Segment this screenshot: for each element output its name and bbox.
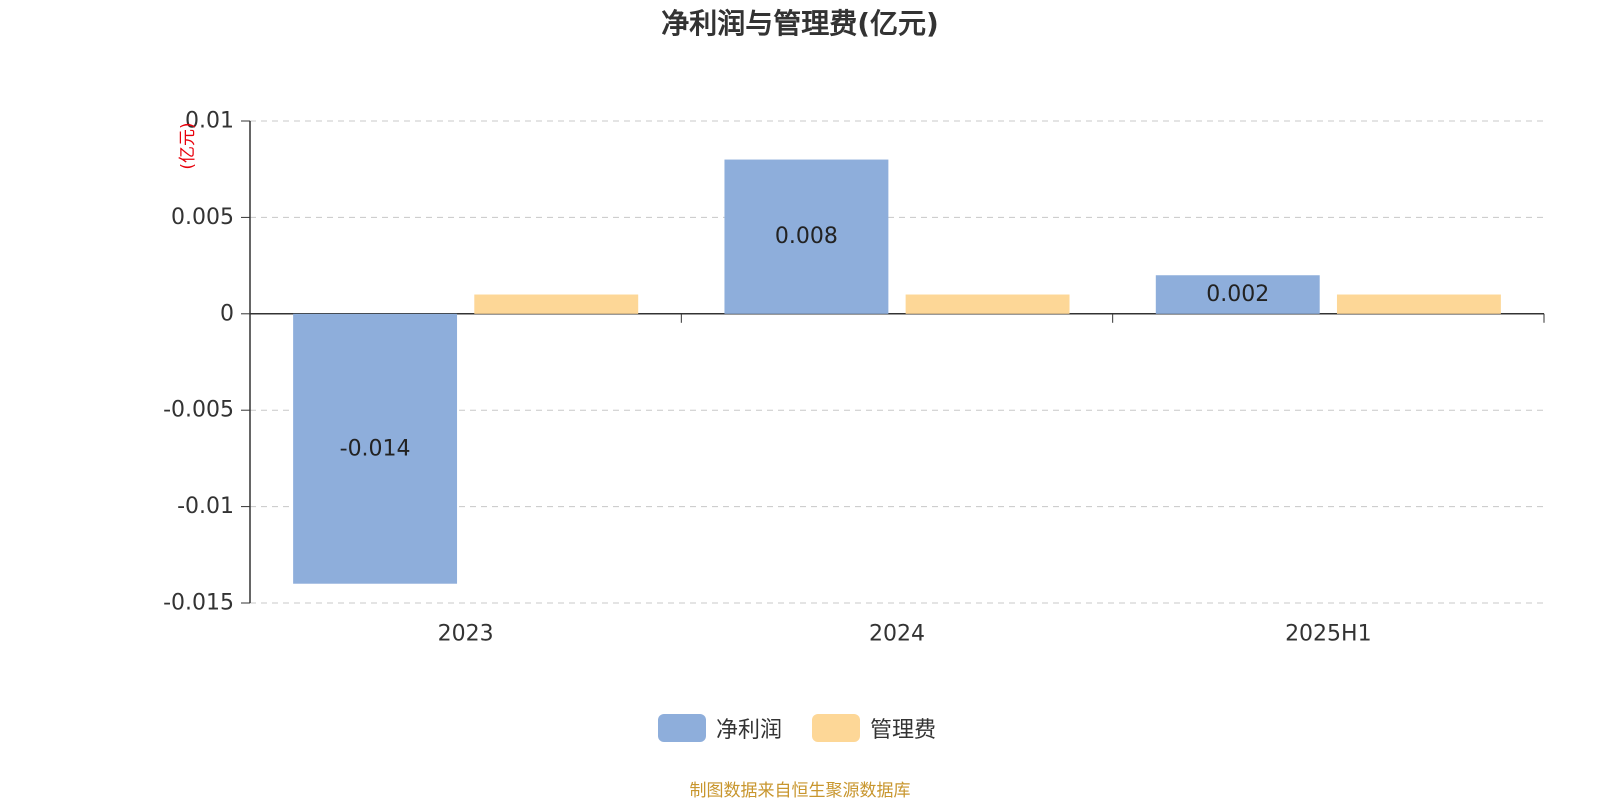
y-tick-label: -0.015: [163, 591, 234, 616]
legend-swatch-net-profit: [658, 714, 706, 742]
legend-label-management-fee: 管理费: [870, 718, 937, 743]
y-tick-label: -0.005: [163, 398, 234, 423]
bar: [1155, 275, 1320, 314]
legend-item-net-profit[interactable]: 净利润: [658, 712, 782, 744]
x-tick-label: 2024: [869, 622, 925, 647]
bar: [724, 159, 889, 314]
data-label: 0.002: [1206, 282, 1269, 307]
y-tick-label: -0.01: [177, 494, 234, 519]
legend-swatch-management-fee: [812, 714, 860, 742]
chart-title: 净利润与管理费(亿元): [661, 7, 939, 40]
legend-label-net-profit: 净利润: [716, 718, 783, 743]
y-tick-label: 0.01: [185, 109, 234, 134]
y-tick-label: 0: [220, 301, 234, 326]
source-note: 制图数据来自恒生聚源数据库: [689, 781, 911, 801]
data-label: -0.014: [340, 436, 411, 461]
data-label: 0.008: [775, 224, 838, 249]
bar: [1336, 294, 1501, 314]
y-tick-label: 0.005: [171, 205, 234, 230]
bar: [474, 294, 639, 314]
x-tick-label: 2023: [438, 622, 494, 647]
bar: [293, 313, 458, 584]
y-axis-label: (亿元): [178, 122, 198, 169]
bar: [905, 294, 1070, 314]
x-tick-label: 2025H1: [1285, 622, 1372, 647]
legend-item-management-fee[interactable]: 管理费: [812, 712, 936, 744]
